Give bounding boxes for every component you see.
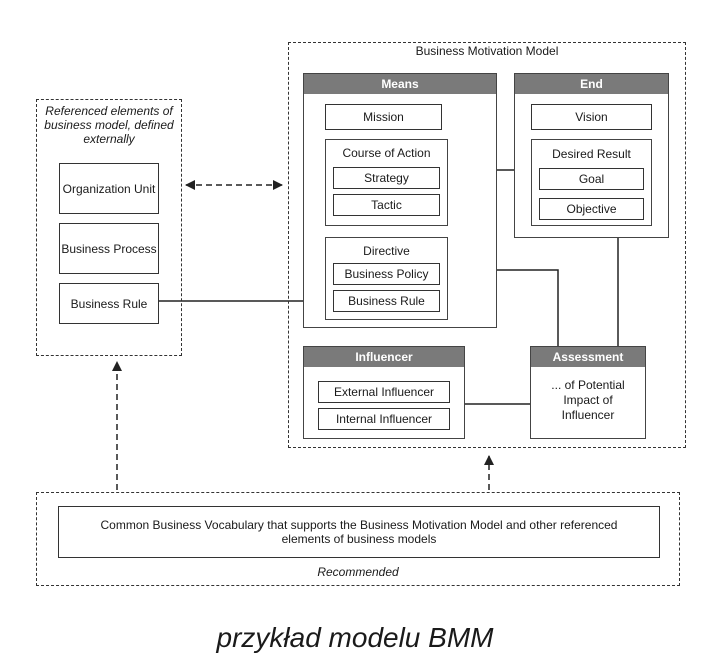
business-rule-ref-box: Business Rule [59, 283, 159, 324]
assessment-header: Assessment [531, 347, 645, 367]
desired-result-title: Desired Result [552, 147, 631, 161]
directive-title: Directive [363, 244, 410, 258]
course-of-action-title: Course of Action [342, 146, 431, 160]
vocabulary-container [36, 492, 680, 586]
referenced-title: Referenced elements of business model, d… [44, 104, 174, 146]
goal-box: Goal [539, 168, 644, 190]
strategy-box: Strategy [333, 167, 440, 189]
organization-unit-box: Organization Unit [59, 163, 159, 214]
means-header: Means [304, 74, 496, 94]
vision-box: Vision [531, 104, 652, 130]
bmm-title: Business Motivation Model [415, 44, 559, 58]
mission-box: Mission [325, 104, 442, 130]
influencer-header: Influencer [304, 347, 464, 367]
tactic-box: Tactic [333, 194, 440, 216]
business-rule-box: Business Rule [333, 290, 440, 312]
assessment-text: ... of Potential Impact of Influencer [551, 378, 625, 422]
referenced-container [36, 99, 182, 356]
diagram-caption: przykład modelu BMM [216, 622, 494, 653]
external-influencer-box: External Influencer [318, 381, 450, 403]
internal-influencer-box: Internal Influencer [318, 408, 450, 430]
business-process-box: Business Process [59, 223, 159, 274]
recommended-label: Recommended [317, 565, 399, 579]
vocabulary-box: Common Business Vocabulary that supports… [58, 506, 660, 558]
business-policy-box: Business Policy [333, 263, 440, 285]
bmm-container [288, 42, 686, 448]
end-header: End [515, 74, 668, 94]
objective-box: Objective [539, 198, 644, 220]
